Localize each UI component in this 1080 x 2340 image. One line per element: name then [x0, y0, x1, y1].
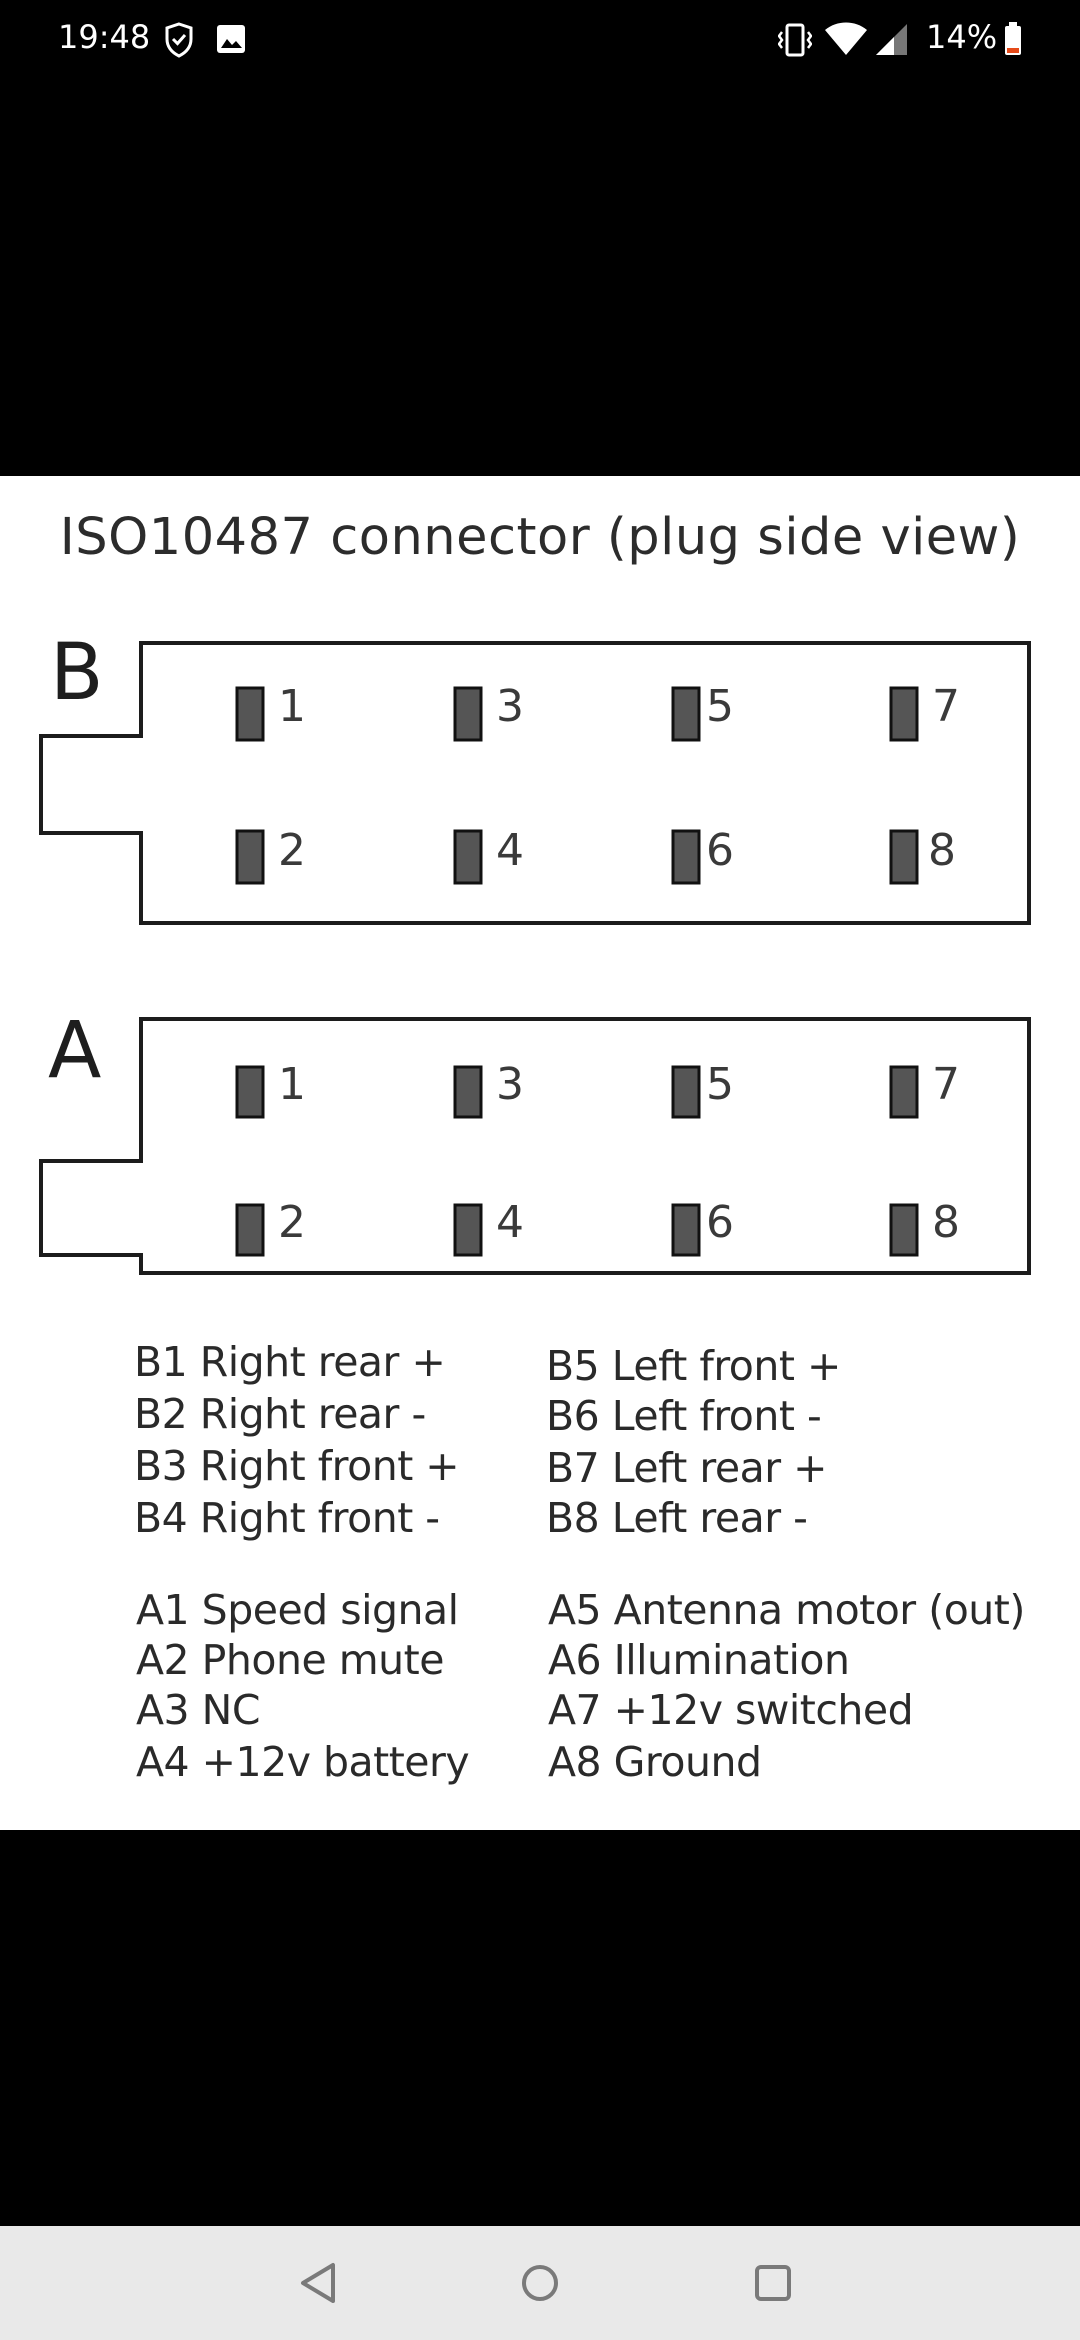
- shield-icon: [164, 22, 194, 62]
- recents-square-icon: [755, 2265, 791, 2301]
- diagram-title: ISO10487 connector (plug side view): [59, 508, 1021, 567]
- image-viewer[interactable]: ISO10487 connector (plug side view) B 1 …: [0, 476, 1080, 1830]
- pin-label: 7: [932, 1059, 960, 1110]
- legend-item: B1 Right rear +: [134, 1338, 446, 1386]
- back-button[interactable]: [289, 2253, 349, 2313]
- legend-item: A6 Illumination: [548, 1636, 850, 1684]
- pin-label: 2: [278, 825, 306, 876]
- connector-a-letter: A: [48, 1006, 102, 1096]
- pin-label: 3: [496, 681, 524, 732]
- navigation-bar: [0, 2226, 1080, 2340]
- connector-b-pins: [235, 686, 919, 885]
- legend-item: B2 Right rear -: [134, 1390, 426, 1438]
- legend-item: A1 Speed signal: [136, 1586, 459, 1634]
- pin-label: 4: [496, 825, 524, 876]
- pin-label: 7: [932, 681, 960, 732]
- pin-label: 1: [278, 681, 306, 732]
- signal-icon: [874, 22, 908, 60]
- connector-a-pins: [235, 1065, 919, 1257]
- connector-b-outline: [39, 641, 1031, 925]
- pin-label: 5: [706, 681, 734, 732]
- pin-label: 4: [496, 1197, 524, 1248]
- legend-item: B3 Right front +: [134, 1442, 460, 1490]
- legend-item: A8 Ground: [548, 1738, 762, 1786]
- vibrate-icon: [777, 22, 813, 62]
- pin-label: 5: [706, 1059, 734, 1110]
- pin-label: 6: [706, 1197, 734, 1248]
- pin-label: 1: [278, 1059, 306, 1110]
- recents-button[interactable]: [743, 2253, 803, 2313]
- home-button[interactable]: [510, 2253, 570, 2313]
- connector-a-outline: [39, 1017, 1031, 1275]
- pin-label: 8: [932, 1197, 960, 1248]
- battery-percentage: 14%: [926, 18, 998, 56]
- legend-item: B6 Left front -: [546, 1392, 822, 1440]
- back-triangle-icon: [301, 2263, 335, 2303]
- status-time: 19:48: [58, 18, 151, 56]
- legend-item: A4 +12v battery: [136, 1738, 470, 1786]
- legend-item: B8 Left rear -: [546, 1494, 808, 1542]
- legend-item: A5 Antenna motor (out): [548, 1586, 1025, 1634]
- pin-label: 2: [278, 1197, 306, 1248]
- home-circle-icon: [522, 2265, 558, 2301]
- pin-label: 8: [928, 825, 956, 876]
- legend-item: A2 Phone mute: [136, 1636, 444, 1684]
- legend-item: B7 Left rear +: [546, 1444, 827, 1492]
- battery-icon: [1004, 22, 1022, 60]
- image-icon: [216, 24, 246, 58]
- wifi-icon: [824, 22, 868, 60]
- legend-item: A7 +12v switched: [548, 1686, 914, 1734]
- connector-b-letter: B: [50, 628, 104, 718]
- legend-item: B4 Right front -: [134, 1494, 440, 1542]
- legend-item: A3 NC: [136, 1686, 260, 1734]
- status-bar: 19:48 14%: [0, 0, 1080, 80]
- legend-item: B5 Left front +: [546, 1342, 841, 1390]
- pin-label: 6: [706, 825, 734, 876]
- pin-label: 3: [496, 1059, 524, 1110]
